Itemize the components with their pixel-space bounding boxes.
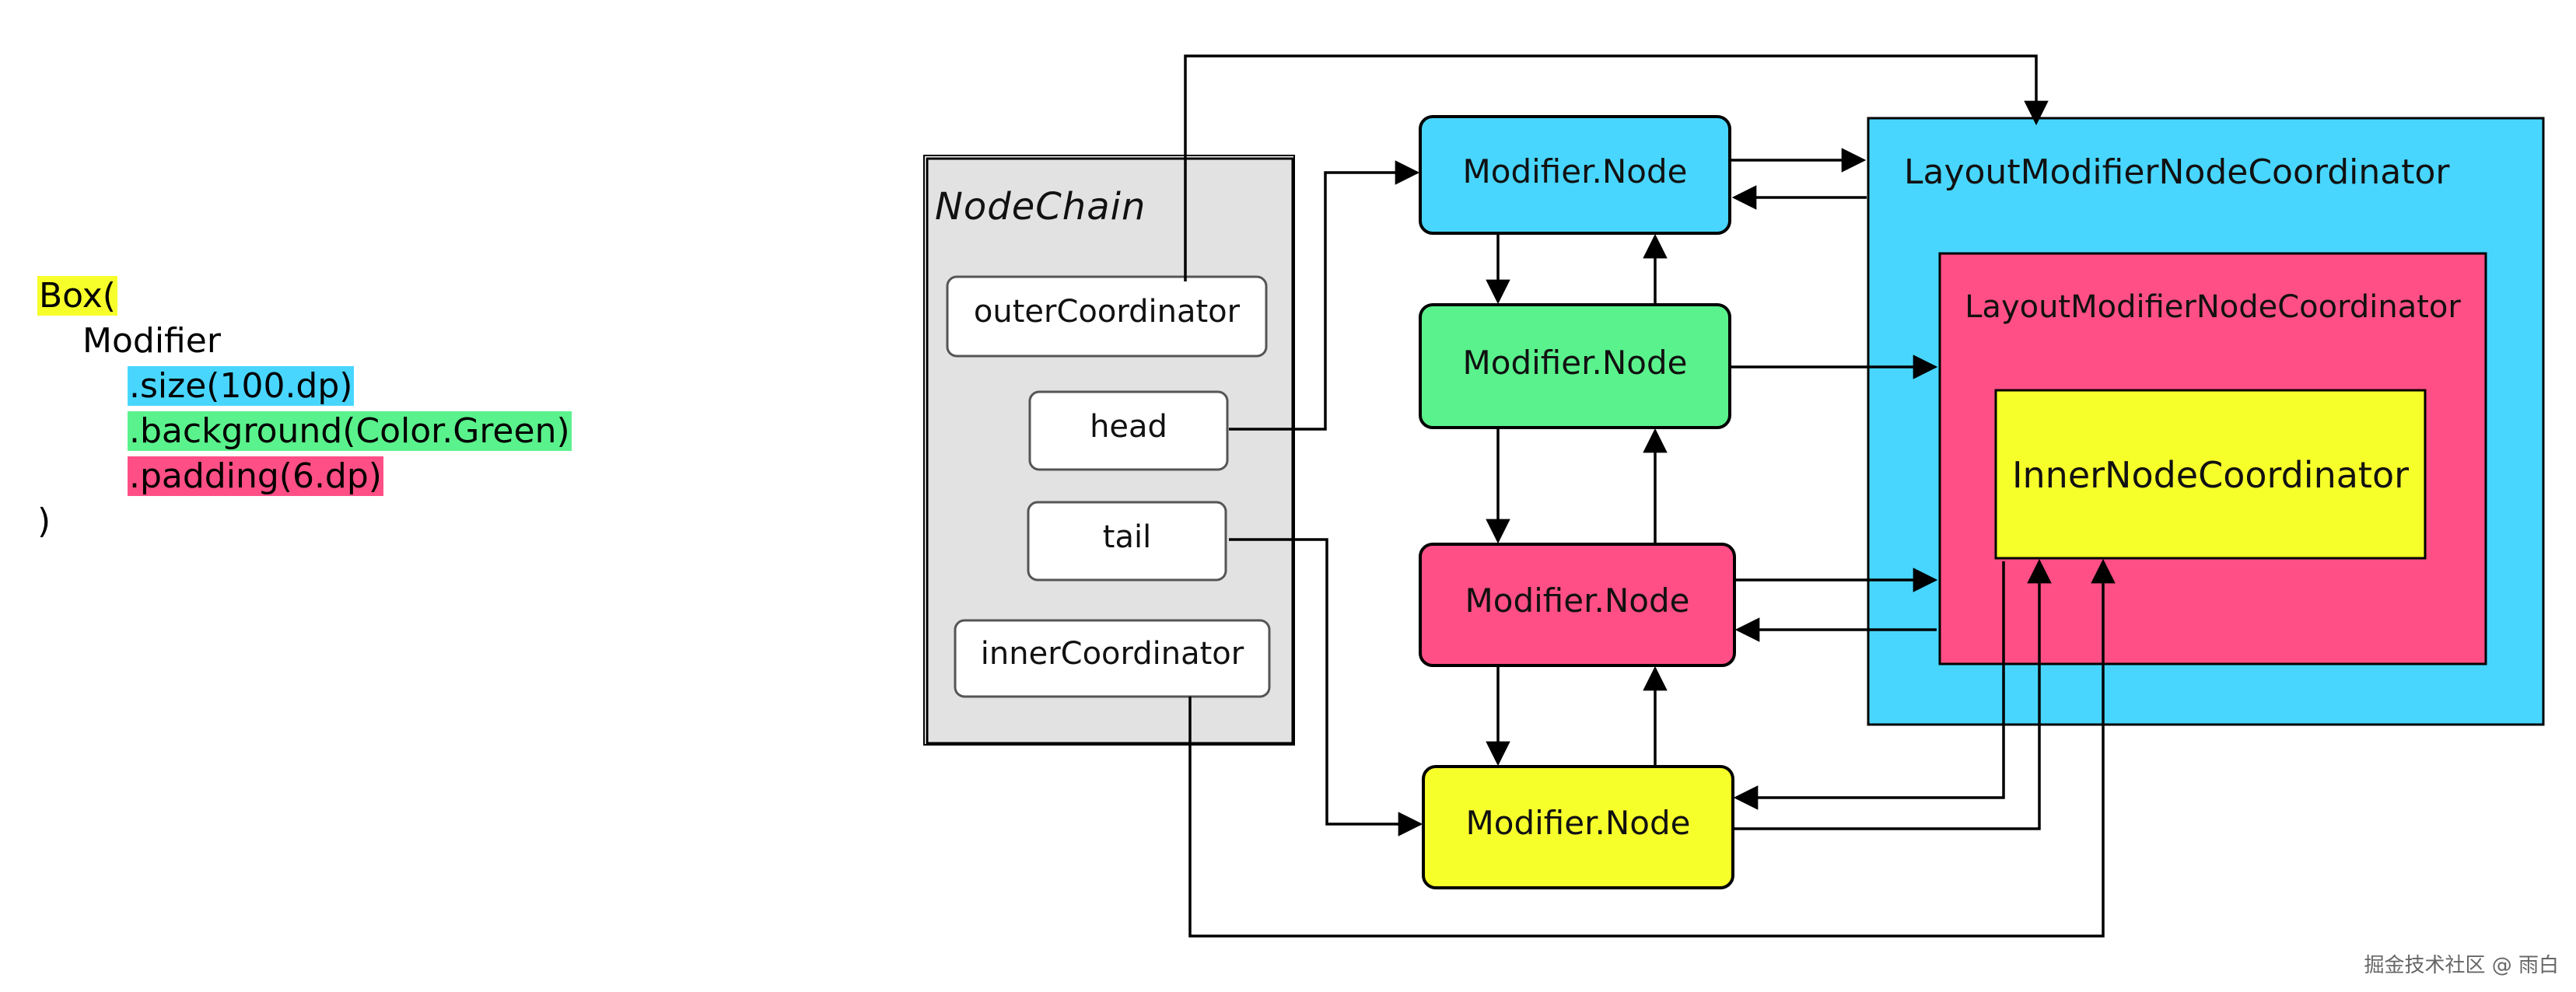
outer-coordinator-label: outerCoordinator: [973, 294, 1241, 330]
code-snippet: Box( Modifier .size(100.dp) .background(…: [37, 274, 572, 544]
modifier-node-4: [1422, 765, 1734, 889]
tail-field: [1027, 501, 1227, 582]
code-box-call: Box(: [37, 276, 117, 316]
modifier-node-3-label: Modifier.Node: [1465, 582, 1690, 620]
modifier-node-3: [1419, 543, 1736, 667]
code-modifier: Modifier: [82, 321, 221, 361]
outer-coordinator-field: [946, 275, 1268, 358]
nodechain-title: NodeChain: [935, 185, 1146, 229]
connectors: [1184, 54, 2116, 938]
code-padding: .padding(6.dp): [128, 456, 383, 496]
modifier-node-2: [1419, 303, 1731, 429]
code-size: .size(100.dp): [128, 366, 355, 406]
modifier-node-2-label: Modifier.Node: [1462, 344, 1688, 382]
modifier-node-1-label: Modifier.Node: [1462, 152, 1688, 190]
modifier-node-4-label: Modifier.Node: [1465, 804, 1691, 842]
inner-layout-coordinator-label: LayoutModifierNodeCoordinator: [1965, 289, 2461, 325]
code-background: .background(Color.Green): [128, 411, 572, 451]
inner-node-coordinator-box: [1994, 389, 2427, 560]
head-field: [1028, 390, 1229, 471]
modifier-node-1: [1419, 115, 1731, 235]
watermark: 掘金技术社区 @ 雨白: [2364, 954, 2559, 977]
tail-label: tail: [1102, 519, 1152, 555]
inner-node-coordinator-label: InnerNodeCoordinator: [2011, 454, 2410, 496]
outer-layout-coordinator-label: LayoutModifierNodeCoordinator: [1904, 152, 2450, 192]
head-label: head: [1090, 409, 1167, 445]
code-close-paren: ): [37, 501, 51, 541]
inner-coordinator-field: [954, 619, 1271, 698]
inner-coordinator-label: innerCoordinator: [980, 636, 1244, 672]
